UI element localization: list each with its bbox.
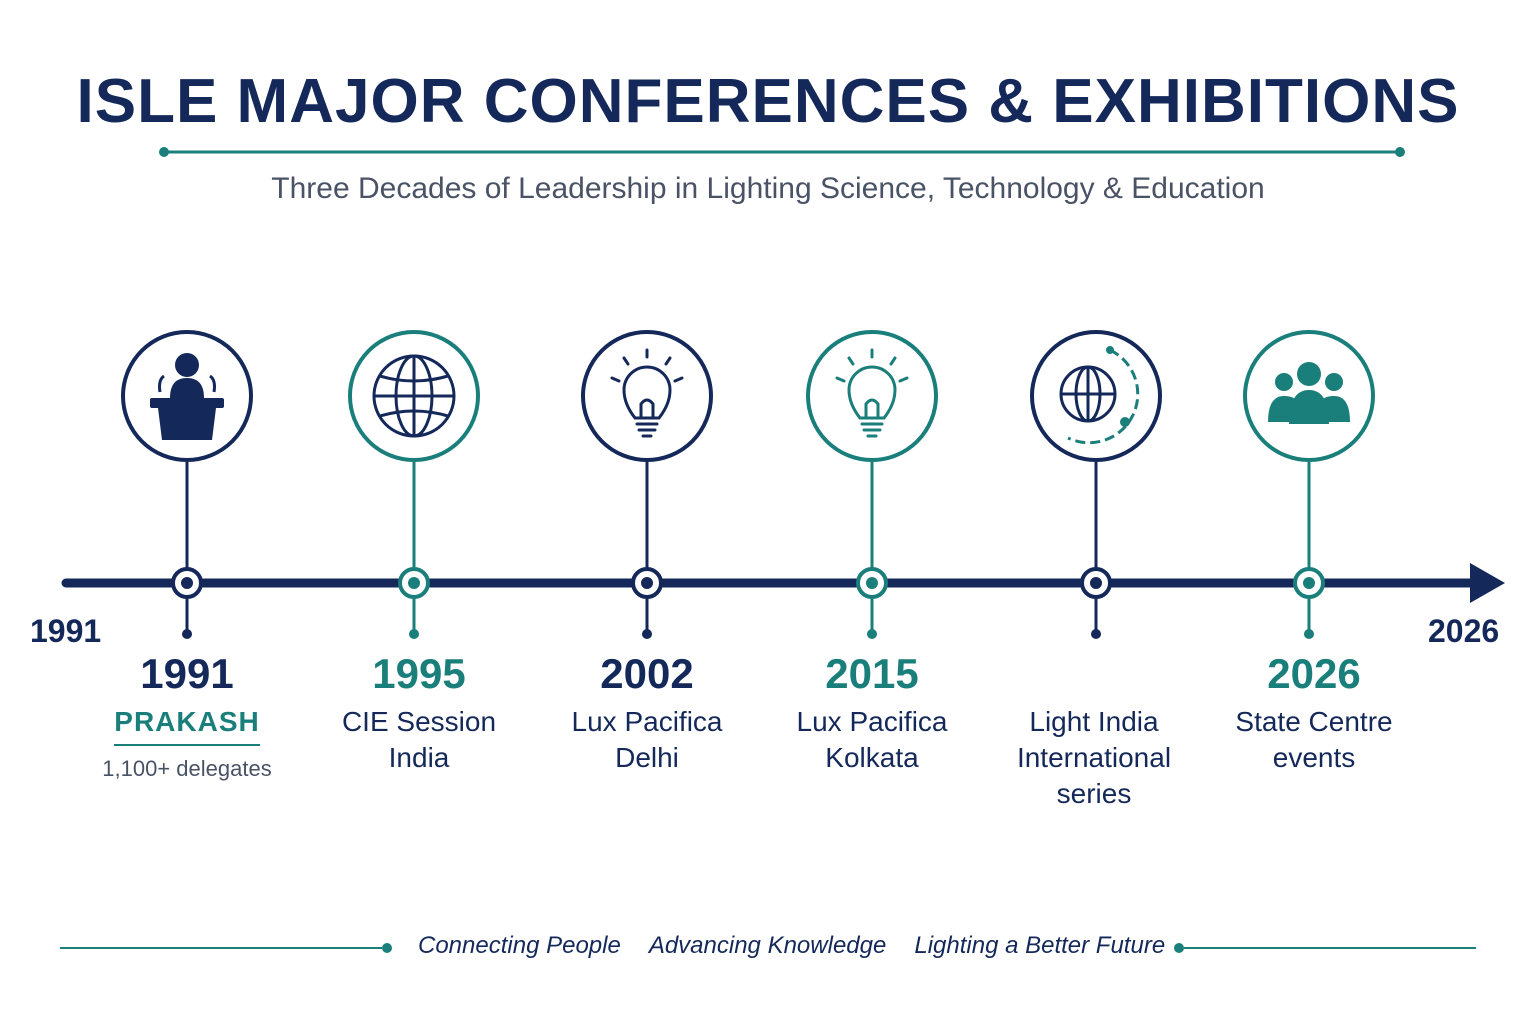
footer-item: Advancing Knowledge xyxy=(648,932,887,959)
footer-tagline: Connecting People Advancing Knowledge Li… xyxy=(418,932,1165,960)
event-2026-label: 2026 State Centre events xyxy=(1194,650,1434,776)
event-name: Lux Pacifica Kolkata xyxy=(796,706,948,773)
page-title: ISLE MAJOR CONFERENCES & EXHIBITIONS xyxy=(76,67,1460,136)
footer-item: Lighting a Better Future xyxy=(914,932,1166,959)
title-underline xyxy=(159,147,1405,157)
footer-dot-right xyxy=(1174,943,1184,953)
event-1995-label: 1995 CIE Session India xyxy=(299,650,539,776)
event-1991-label: 1991 PRAKASH 1,100+ delegates xyxy=(67,650,307,782)
event-year: 1991 xyxy=(140,650,234,697)
page-subtitle: Three Decades of Leadership in Lighting … xyxy=(271,172,1265,205)
timeline-start-label: 1991 xyxy=(30,613,102,649)
podium-speaker-icon xyxy=(150,353,224,440)
event-name: CIE Session India xyxy=(341,706,497,773)
event-name: State Centre events xyxy=(1235,706,1393,773)
event-year: 2015 xyxy=(825,650,919,697)
event-year: 2026 xyxy=(1267,650,1361,697)
event-1995-marker xyxy=(348,330,480,639)
event-name: Lux Pacifica Delhi xyxy=(571,706,723,773)
footer-item: Connecting People xyxy=(418,932,621,959)
event-light-india-marker xyxy=(1030,330,1162,639)
footer-dot-left xyxy=(382,943,392,953)
timeline-end-label: 2026 xyxy=(1428,613,1500,649)
event-detail: 1,100+ delegates xyxy=(102,756,272,781)
lightbulb-icon xyxy=(835,348,909,438)
event-2026-marker xyxy=(1243,330,1375,639)
people-group-icon xyxy=(1268,362,1350,424)
event-year: 2002 xyxy=(600,650,694,697)
timeline-arrowhead xyxy=(1470,563,1505,603)
event-name: Light India International series xyxy=(1016,706,1172,809)
event-2002-marker xyxy=(581,330,713,639)
footer-rule-right xyxy=(1184,947,1476,949)
event-1991-marker xyxy=(121,330,253,639)
event-light-india-label: Light India International series xyxy=(974,650,1214,812)
footer-rule-left xyxy=(60,947,382,949)
event-year: 1995 xyxy=(372,650,466,697)
event-year xyxy=(974,650,1214,698)
event-name: PRAKASH xyxy=(114,704,260,746)
event-2015-label: 2015 Lux Pacifica Kolkata xyxy=(752,650,992,776)
globe-orbit-icon xyxy=(1059,346,1140,445)
globe-icon xyxy=(372,354,456,438)
lightbulb-icon xyxy=(610,348,684,438)
event-2002-label: 2002 Lux Pacifica Delhi xyxy=(527,650,767,776)
event-2015-marker xyxy=(806,330,938,639)
